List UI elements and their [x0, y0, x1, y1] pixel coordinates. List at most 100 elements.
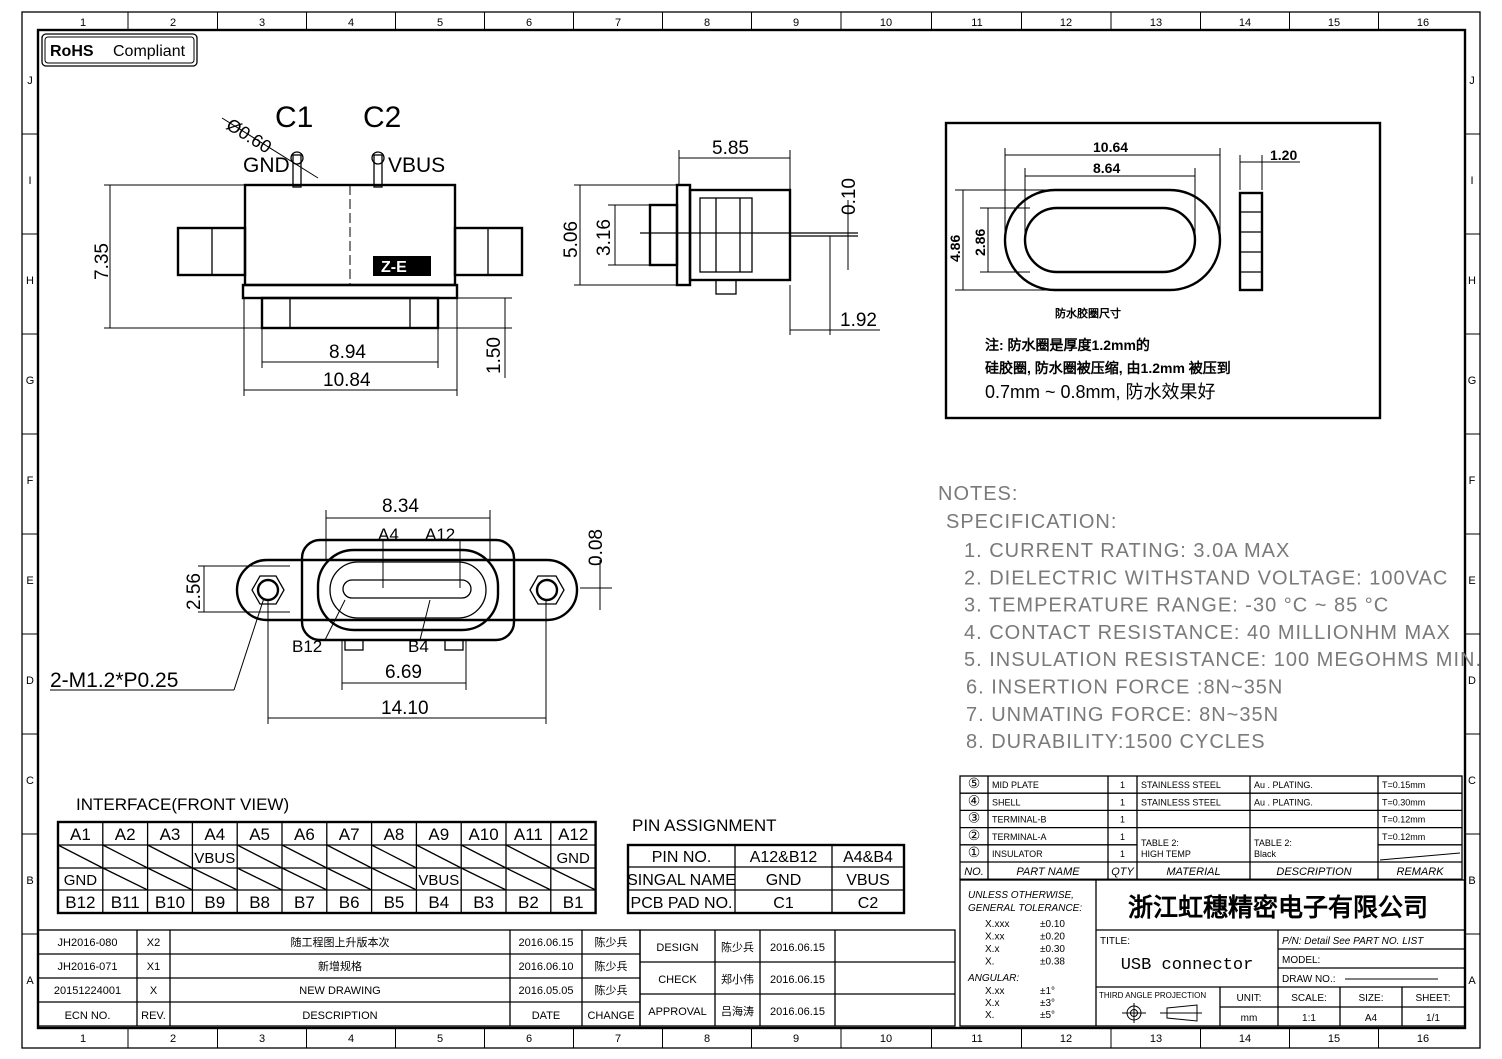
- grid-column-marker: 4: [348, 17, 354, 29]
- interface-cell: GND: [64, 872, 98, 889]
- interface-cell: A8: [384, 825, 405, 844]
- grid-column-marker: 2: [170, 1033, 176, 1045]
- rohs-label: RoHS: [50, 43, 94, 60]
- bom-cell: STAINLESS STEEL: [1141, 797, 1221, 807]
- angular-label: ANGULAR:: [967, 973, 1019, 984]
- revision-header: DATE: [532, 1010, 561, 1022]
- dim-total-width: 14.10: [381, 698, 429, 719]
- title-label: TITLE:: [1100, 936, 1130, 947]
- bom-cell: ①: [968, 844, 981, 860]
- bom-cell: SHELL: [992, 797, 1021, 807]
- b12-label: B12: [292, 637, 322, 656]
- revision-header: ECN NO.: [65, 1010, 111, 1022]
- dim-thickness: 1.20: [1270, 147, 1297, 163]
- pin-table-cell: PIN NO.: [652, 849, 712, 866]
- grid-row-marker: H: [26, 275, 34, 287]
- grid-row-marker: G: [1468, 375, 1477, 387]
- grid-row-marker: B: [1468, 875, 1475, 887]
- bom-cell: TABLE 2:: [1254, 838, 1292, 848]
- grid-row-marker: I: [28, 175, 31, 187]
- tolerance-value: ±0.38: [1040, 957, 1065, 968]
- bom-header: REMARK: [1396, 866, 1444, 878]
- pin-table-cell: SINGAL NAME: [627, 872, 736, 889]
- gasket-detail: 10.64 8.64 4.86 2.86 1.20 防水胶圈尺寸 注: 防水圈是…: [944, 121, 1382, 420]
- grid-row-marker: B: [26, 875, 33, 887]
- angular-format: X.x: [985, 998, 999, 1009]
- dim-outer-height: 4.86: [947, 235, 963, 262]
- bom-cell: T=0.12mm: [1382, 832, 1425, 842]
- revision-header: REV.: [141, 1010, 166, 1022]
- grid-column-marker: 13: [1150, 1033, 1162, 1045]
- grid-row-marker: I: [1470, 175, 1473, 187]
- grid-column-marker: 3: [259, 17, 265, 29]
- interface-cell: B11: [111, 893, 140, 912]
- grid-column-marker: 1: [80, 1033, 86, 1045]
- dim-shell-height: 2.56: [184, 573, 205, 610]
- grid-column-marker: 1: [80, 17, 86, 29]
- gasket-note-3: 0.7mm ~ 0.8mm, 防水效果好: [985, 382, 1216, 402]
- c1-label: C1: [275, 101, 313, 134]
- dim-pin-thickness: 0.10: [839, 178, 860, 215]
- gnd-label: GND: [243, 154, 290, 177]
- approval-cell: 陈少兵: [721, 940, 754, 954]
- dim-outer-width: 10.84: [323, 370, 371, 391]
- interface-cell: GND: [557, 850, 591, 867]
- dim-inner-height: 3.16: [594, 219, 615, 256]
- logo-text: Z-E: [381, 259, 407, 276]
- grid-row-marker: E: [1468, 575, 1475, 587]
- unit-value: mm: [1241, 1013, 1258, 1024]
- grid-row-marker: E: [26, 575, 33, 587]
- revision-cell: 20151224001: [54, 985, 121, 997]
- grid-row-marker: D: [1468, 675, 1476, 687]
- sheet-label: SHEET:: [1415, 993, 1450, 1004]
- rohs-badge: RoHS Compliant: [41, 33, 198, 67]
- interface-cell: B10: [155, 893, 185, 912]
- grid-column-marker: 10: [880, 1033, 892, 1045]
- approval-cell: 2016.06.15: [770, 1006, 825, 1018]
- grid-column-marker: 12: [1060, 1033, 1072, 1045]
- bom-header: DESCRIPTION: [1276, 866, 1351, 878]
- dim-shell-width: 8.34: [382, 496, 419, 517]
- dim-pin-length: 1.92: [840, 310, 877, 331]
- interface-cell: A2: [115, 825, 136, 844]
- bom-cell: Black: [1254, 849, 1277, 859]
- bom-cell: MID PLATE: [992, 780, 1039, 790]
- bom-cell: ④: [968, 792, 981, 808]
- pin-table-cell: PCB PAD NO.: [631, 895, 733, 912]
- approval-cell: DESIGN: [656, 942, 698, 954]
- spec-item: 3. TEMPERATURE RANGE: -30 °C ~ 85 °C: [964, 595, 1389, 617]
- dim-height: 7.35: [92, 243, 113, 280]
- revision-cell: 新增规格: [318, 959, 362, 973]
- interface-cell: B6: [339, 893, 360, 912]
- bom-header: PART NAME: [1016, 866, 1080, 878]
- grid-column-marker: 4: [348, 1033, 354, 1045]
- grid-column-marker: 5: [437, 17, 443, 29]
- bom-cell: 1: [1120, 832, 1125, 842]
- grid-row-marker: A: [26, 975, 34, 987]
- approval-cell: APPROVAL: [648, 1006, 707, 1018]
- grid-row-marker: D: [26, 675, 34, 687]
- gasket-note-2: 硅胶圈, 防水圈被压缩, 由1.2mm 被压到: [985, 360, 1231, 376]
- interface-cell: B8: [249, 893, 270, 912]
- projection-label: THIRD ANGLE PROJECTION: [1099, 991, 1206, 1000]
- tolerance-format: X.xx: [985, 932, 1004, 943]
- dim-inner-width: 8.94: [329, 342, 366, 363]
- drawing-title: USB connector: [1121, 956, 1254, 975]
- revision-cell: JH2016-080: [58, 937, 118, 949]
- dim-base-height: 1.50: [484, 337, 505, 374]
- grid-column-marker: 11: [971, 1033, 982, 1045]
- third-angle-projection-symbol: [1122, 1003, 1202, 1023]
- bom-cell: T=0.30mm: [1382, 797, 1425, 807]
- pin-table-cell: A4&B4: [843, 849, 893, 866]
- bom-cell: INSULATOR: [992, 849, 1043, 859]
- draw-no-label: DRAW NO.:: [1282, 974, 1336, 985]
- revision-header: CHANGE: [587, 1010, 634, 1022]
- revision-cell: 陈少兵: [595, 959, 628, 973]
- interface-cell: B3: [473, 893, 494, 912]
- grid-markers: 1122334455667788991010111112121313141415…: [22, 12, 1480, 1048]
- interface-cell: A12: [558, 825, 588, 844]
- bom-cell: STAINLESS STEEL: [1141, 780, 1221, 790]
- grid-row-marker: F: [27, 475, 34, 487]
